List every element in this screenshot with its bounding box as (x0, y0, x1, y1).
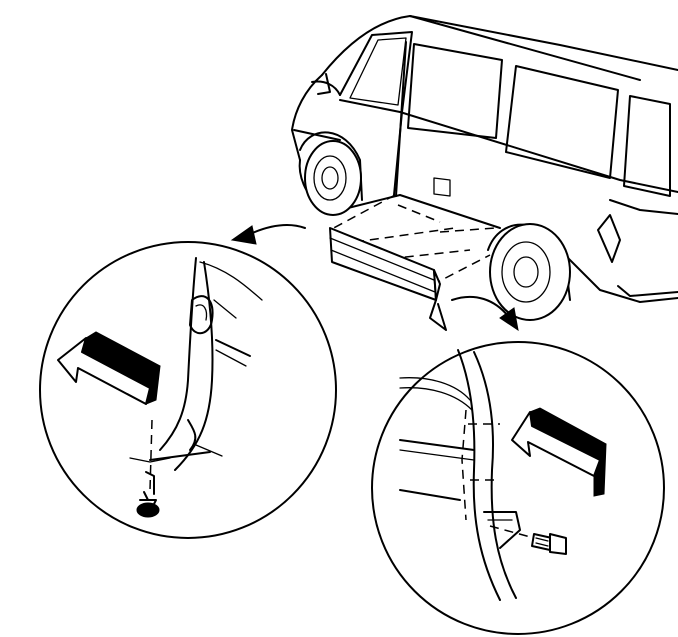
rear-wheel (487, 223, 571, 321)
callout-to-rear-detail (451, 295, 519, 332)
front-wheel (299, 131, 363, 216)
rear-bolt-detail (371, 341, 665, 635)
callout-to-front-detail (230, 224, 306, 245)
front-install-direction (57, 331, 161, 405)
van (291, 15, 678, 321)
front-fastener-detail (39, 241, 337, 539)
rocker-panel-molding (329, 227, 447, 331)
rear-install-direction (511, 407, 607, 497)
